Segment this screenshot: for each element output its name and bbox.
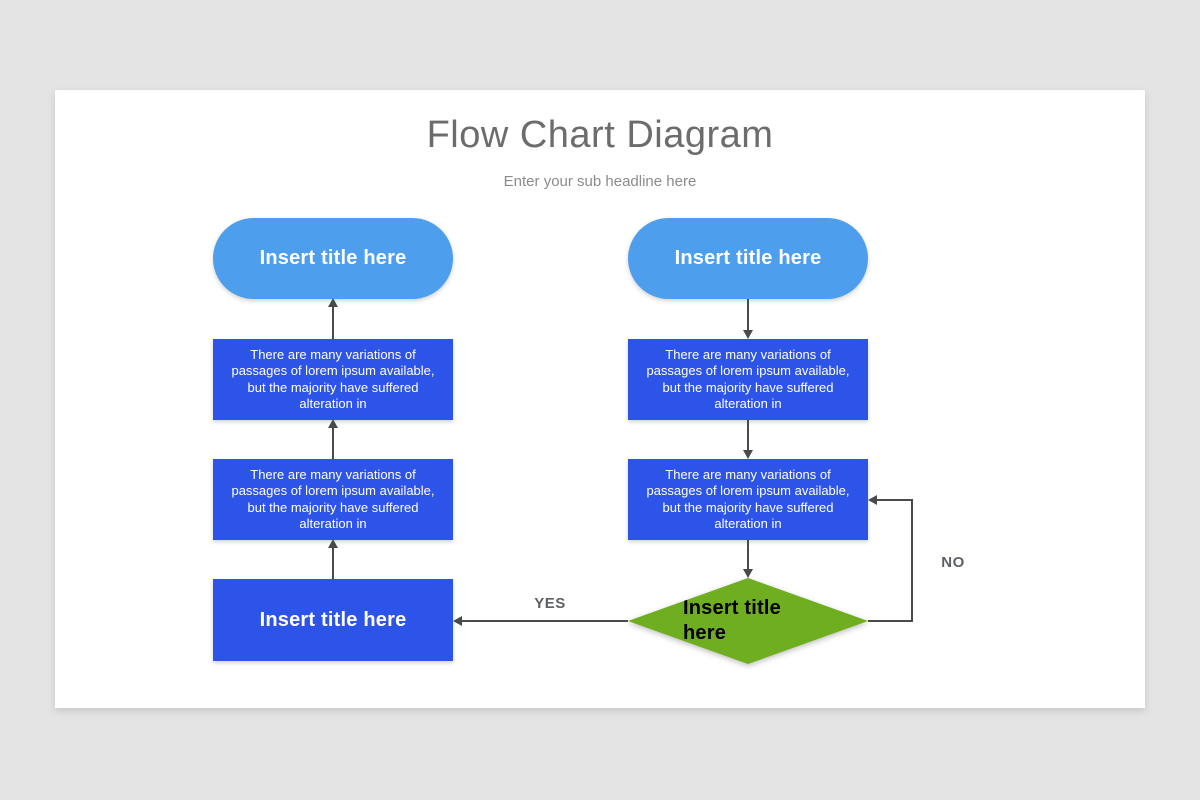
right-step2-text: There are many variations of passages of…: [646, 467, 850, 531]
connector-right-3: [747, 540, 749, 570]
connector-no-top: [877, 499, 913, 501]
right-step1-text: There are many variations of passages of…: [646, 347, 850, 411]
yes-label: YES: [534, 595, 566, 612]
left-step2-node[interactable]: There are many variations of passages of…: [213, 459, 453, 540]
arrow-down-icon: [743, 330, 753, 339]
connector-right-1: [747, 299, 749, 331]
page-title: Flow Chart Diagram: [426, 114, 774, 156]
connector-yes: [462, 620, 628, 622]
right-step1-node[interactable]: There are many variations of passages of…: [628, 339, 868, 420]
right-start-node[interactable]: Insert title here: [628, 218, 868, 299]
left-end-label: Insert title here: [259, 608, 407, 631]
connector-right-2: [747, 420, 749, 451]
left-start-node[interactable]: Insert title here: [213, 218, 453, 299]
arrow-up-icon: [328, 539, 338, 548]
left-end-node[interactable]: Insert title here: [213, 579, 453, 661]
decision-node[interactable]: Insert title here: [628, 578, 868, 664]
left-step2-text: There are many variations of passages of…: [231, 467, 435, 531]
page-subtitle: Enter your sub headline here: [503, 173, 697, 190]
arrow-left-icon: [453, 616, 462, 626]
left-step1-node[interactable]: There are many variations of passages of…: [213, 339, 453, 420]
arrow-up-icon: [328, 298, 338, 307]
arrow-down-icon: [743, 569, 753, 578]
arrow-down-icon: [743, 450, 753, 459]
no-label: NO: [941, 554, 965, 571]
decision-label: Insert title here: [683, 597, 781, 644]
connector-left-3: [332, 547, 334, 579]
slide-card: Flow Chart Diagram Enter your sub headli…: [55, 90, 1145, 708]
connector-no-vertical: [911, 500, 913, 622]
decision-diamond-shape: Insert title here: [628, 578, 868, 664]
connector-left-2: [332, 427, 334, 459]
connector-left-1: [332, 306, 334, 339]
connector-no-bottom: [868, 620, 913, 622]
left-start-label: Insert title here: [259, 247, 407, 269]
right-step2-node[interactable]: There are many variations of passages of…: [628, 459, 868, 540]
left-step1-text: There are many variations of passages of…: [231, 347, 435, 411]
arrow-up-icon: [328, 419, 338, 428]
arrow-left-icon: [868, 495, 877, 505]
right-start-label: Insert title here: [674, 247, 822, 269]
